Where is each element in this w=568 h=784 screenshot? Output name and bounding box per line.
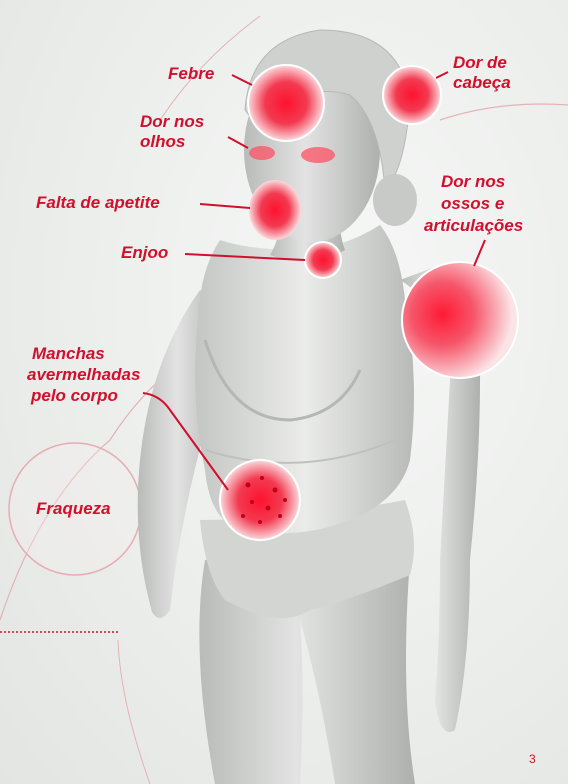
symptom-label-fraqueza: Fraqueza [36, 499, 111, 519]
shoulder-hotspot [402, 262, 518, 378]
symptom-label-manchas-line1: Manchas [32, 344, 105, 364]
dor-cabeca-hotspot [383, 66, 441, 124]
mouth-hotspot [249, 180, 301, 240]
febre-hotspot [248, 65, 324, 141]
decorative-arc [440, 104, 568, 120]
hair-bun [373, 174, 417, 226]
symptom-label-febre: Febre [168, 64, 214, 84]
enjoo-hotspot [305, 242, 341, 278]
eye-right [301, 147, 335, 163]
page-number: 3 [529, 752, 536, 766]
symptom-label-dor-cabeca-line1: Dor de [453, 53, 507, 73]
symptom-label-enjoo: Enjoo [121, 243, 168, 263]
symptom-label-manchas-line2: avermelhadas [27, 365, 140, 385]
eye-left [249, 146, 275, 160]
symptom-label-dor-ossos-line1: Dor nos [441, 172, 505, 192]
manchas-hotspot [220, 460, 300, 540]
symptom-label-dor-olhos-line1: Dor nos [140, 112, 204, 132]
decorative-arc [118, 640, 150, 784]
symptom-label-falta-apetite: Falta de apetite [36, 193, 160, 213]
symptom-label-manchas-line3: pelo corpo [31, 386, 118, 406]
symptom-label-dor-cabeca-line2: cabeça [453, 73, 511, 93]
symptom-label-dor-ossos-line3: articulações [424, 216, 523, 236]
symptom-label-dor-ossos-line2: ossos e [441, 194, 504, 214]
symptom-label-dor-olhos-line2: olhos [140, 132, 185, 152]
